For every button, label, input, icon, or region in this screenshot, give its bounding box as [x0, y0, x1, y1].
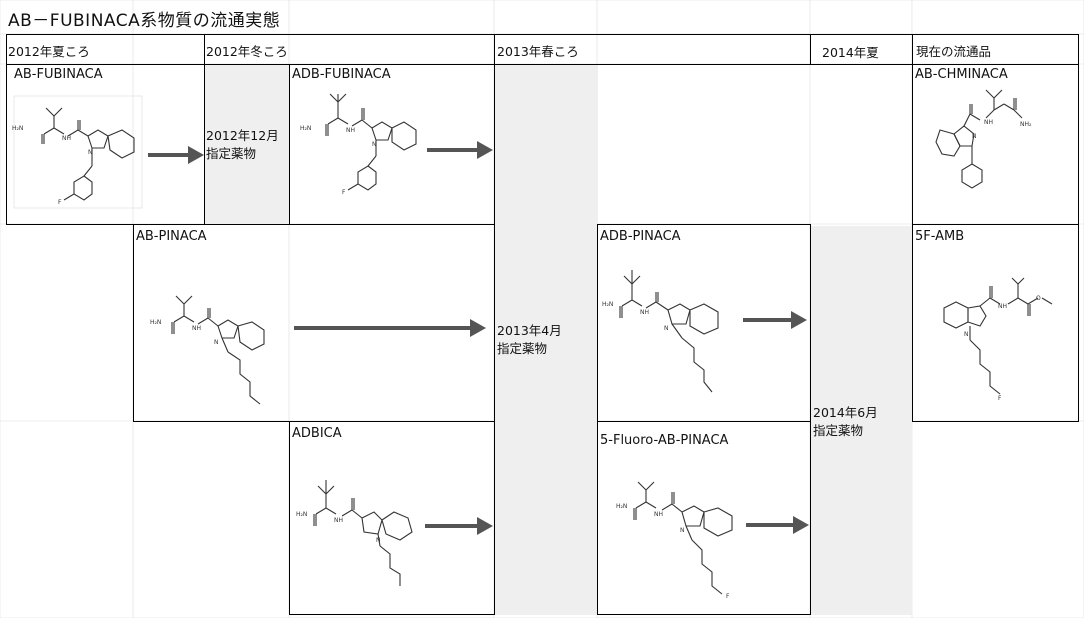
label-adb-pinaca: ADB-PINACA [600, 229, 681, 244]
atom-nh-b: NH [346, 127, 355, 134]
current-divider [912, 224, 1079, 226]
atom-nh2-c: NH₂ [1020, 121, 1032, 128]
shade-2012-winter [205, 64, 289, 224]
atom-nh-a: NH [62, 135, 71, 142]
regulation-2014-06-status: 指定薬物 [813, 423, 864, 438]
regulation-2013-04: 2013年4月 指定薬物 [497, 322, 562, 358]
atom-o-f: O [1036, 295, 1041, 302]
regulation-2012-12-status: 指定薬物 [206, 146, 257, 161]
regulation-2013-04-date: 2013年4月 [497, 323, 562, 338]
header-2013-spring: 2013年春ころ [497, 44, 579, 59]
atom-n-e: N [664, 325, 669, 332]
arrow-adb-pinaca-to-2014 [743, 311, 807, 329]
shade-2014-summer [811, 226, 912, 615]
arrow-fluoro-to-2014 [746, 516, 809, 534]
arrow-ab-pinaca-to-2013 [294, 319, 486, 337]
structure-adb-pinaca: H₂N NH N [602, 270, 719, 393]
atom-nh-c: NH [984, 119, 993, 126]
atom-nh-h: NH [654, 511, 663, 518]
regulation-2012-12-date: 2012年12月 [206, 128, 279, 143]
structure-ab-fubinaca: H₂N NH N F [12, 95, 143, 209]
structure-5f-amb: NH O N F [943, 277, 1053, 402]
atom-nh2-a: H₂N [12, 125, 23, 132]
atom-f-a: F [58, 199, 62, 206]
atom-h2n-g: H₂N [296, 511, 307, 518]
structure-ab-chminaca: NH NH₂ N [935, 89, 1032, 189]
atom-n-g: N [376, 537, 381, 544]
label-5f-amb: 5F-AMB [915, 229, 965, 244]
atom-h2n-b: H₂N [300, 125, 311, 132]
row1-divider-a [204, 64, 290, 225]
atom-nh-e: NH [640, 309, 649, 316]
atom-nh-g: NH [334, 517, 343, 524]
atom-n-f: N [964, 331, 969, 338]
current-column-box [912, 64, 1079, 422]
structure-adbica: H₂N NH N [296, 480, 413, 586]
arrow-ab-fubinaca-to-adb-fubinaca [148, 146, 204, 164]
diagram-title: AB－FUBINACA系物質の流通実態 [8, 11, 281, 31]
label-ab-chminaca: AB-CHMINACA [915, 67, 1008, 82]
label-ab-pinaca: AB-PINACA [136, 229, 207, 244]
header-2014-summer: 2014年夏 [822, 45, 879, 60]
atom-n-a: N [88, 149, 93, 156]
atom-f-f: F [998, 395, 1002, 402]
arrow-adb-fubinaca-to-2013 [427, 141, 493, 159]
arrow-adbica-to-2013 [425, 517, 493, 535]
label-adbica: ADBICA [292, 426, 342, 441]
adbica-box [289, 421, 495, 615]
atom-h2n-h: H₂N [616, 503, 627, 510]
regulation-2014-06-date: 2014年6月 [813, 405, 878, 420]
label-ab-fubinaca: AB-FUBINACA [14, 67, 103, 82]
regulation-2014-06: 2014年6月 指定薬物 [813, 404, 878, 440]
header-2012-summer: 2012年夏ころ [8, 44, 90, 59]
structure-ab-pinaca: H₂N NH N [150, 295, 265, 405]
atom-h2n-e: H₂N [602, 301, 613, 308]
structure-adb-fubinaca: H₂N NH N F [300, 93, 417, 196]
header-current: 現在の流通品 [916, 44, 992, 59]
structure-5-fluoro-ab-pinaca: H₂N NH N F [616, 481, 733, 600]
atom-nh-d: NH [192, 325, 201, 332]
atom-n-d: N [214, 339, 219, 346]
label-5-fluoro-ab-pinaca: 5-Fluoro-AB-PINACA [600, 433, 729, 448]
fluoro-box [597, 421, 811, 615]
atom-h2n-d: H₂N [150, 319, 161, 326]
atom-f-h: F [726, 593, 730, 600]
atom-n-c: N [972, 133, 977, 140]
regulation-2012-12: 2012年12月 指定薬物 [206, 127, 279, 163]
atom-n-h: N [680, 527, 685, 534]
regulation-2013-04-status: 指定薬物 [497, 341, 548, 356]
label-adb-fubinaca: ADB-FUBINACA [292, 67, 391, 82]
shade-2013-spring [495, 64, 598, 615]
atom-nh-f: NH [998, 303, 1007, 310]
header-cell-2014-summer [810, 34, 913, 65]
atom-n-b: N [372, 141, 377, 148]
atom-f-b: F [342, 189, 346, 196]
header-2012-winter: 2012年冬ころ [206, 44, 288, 59]
